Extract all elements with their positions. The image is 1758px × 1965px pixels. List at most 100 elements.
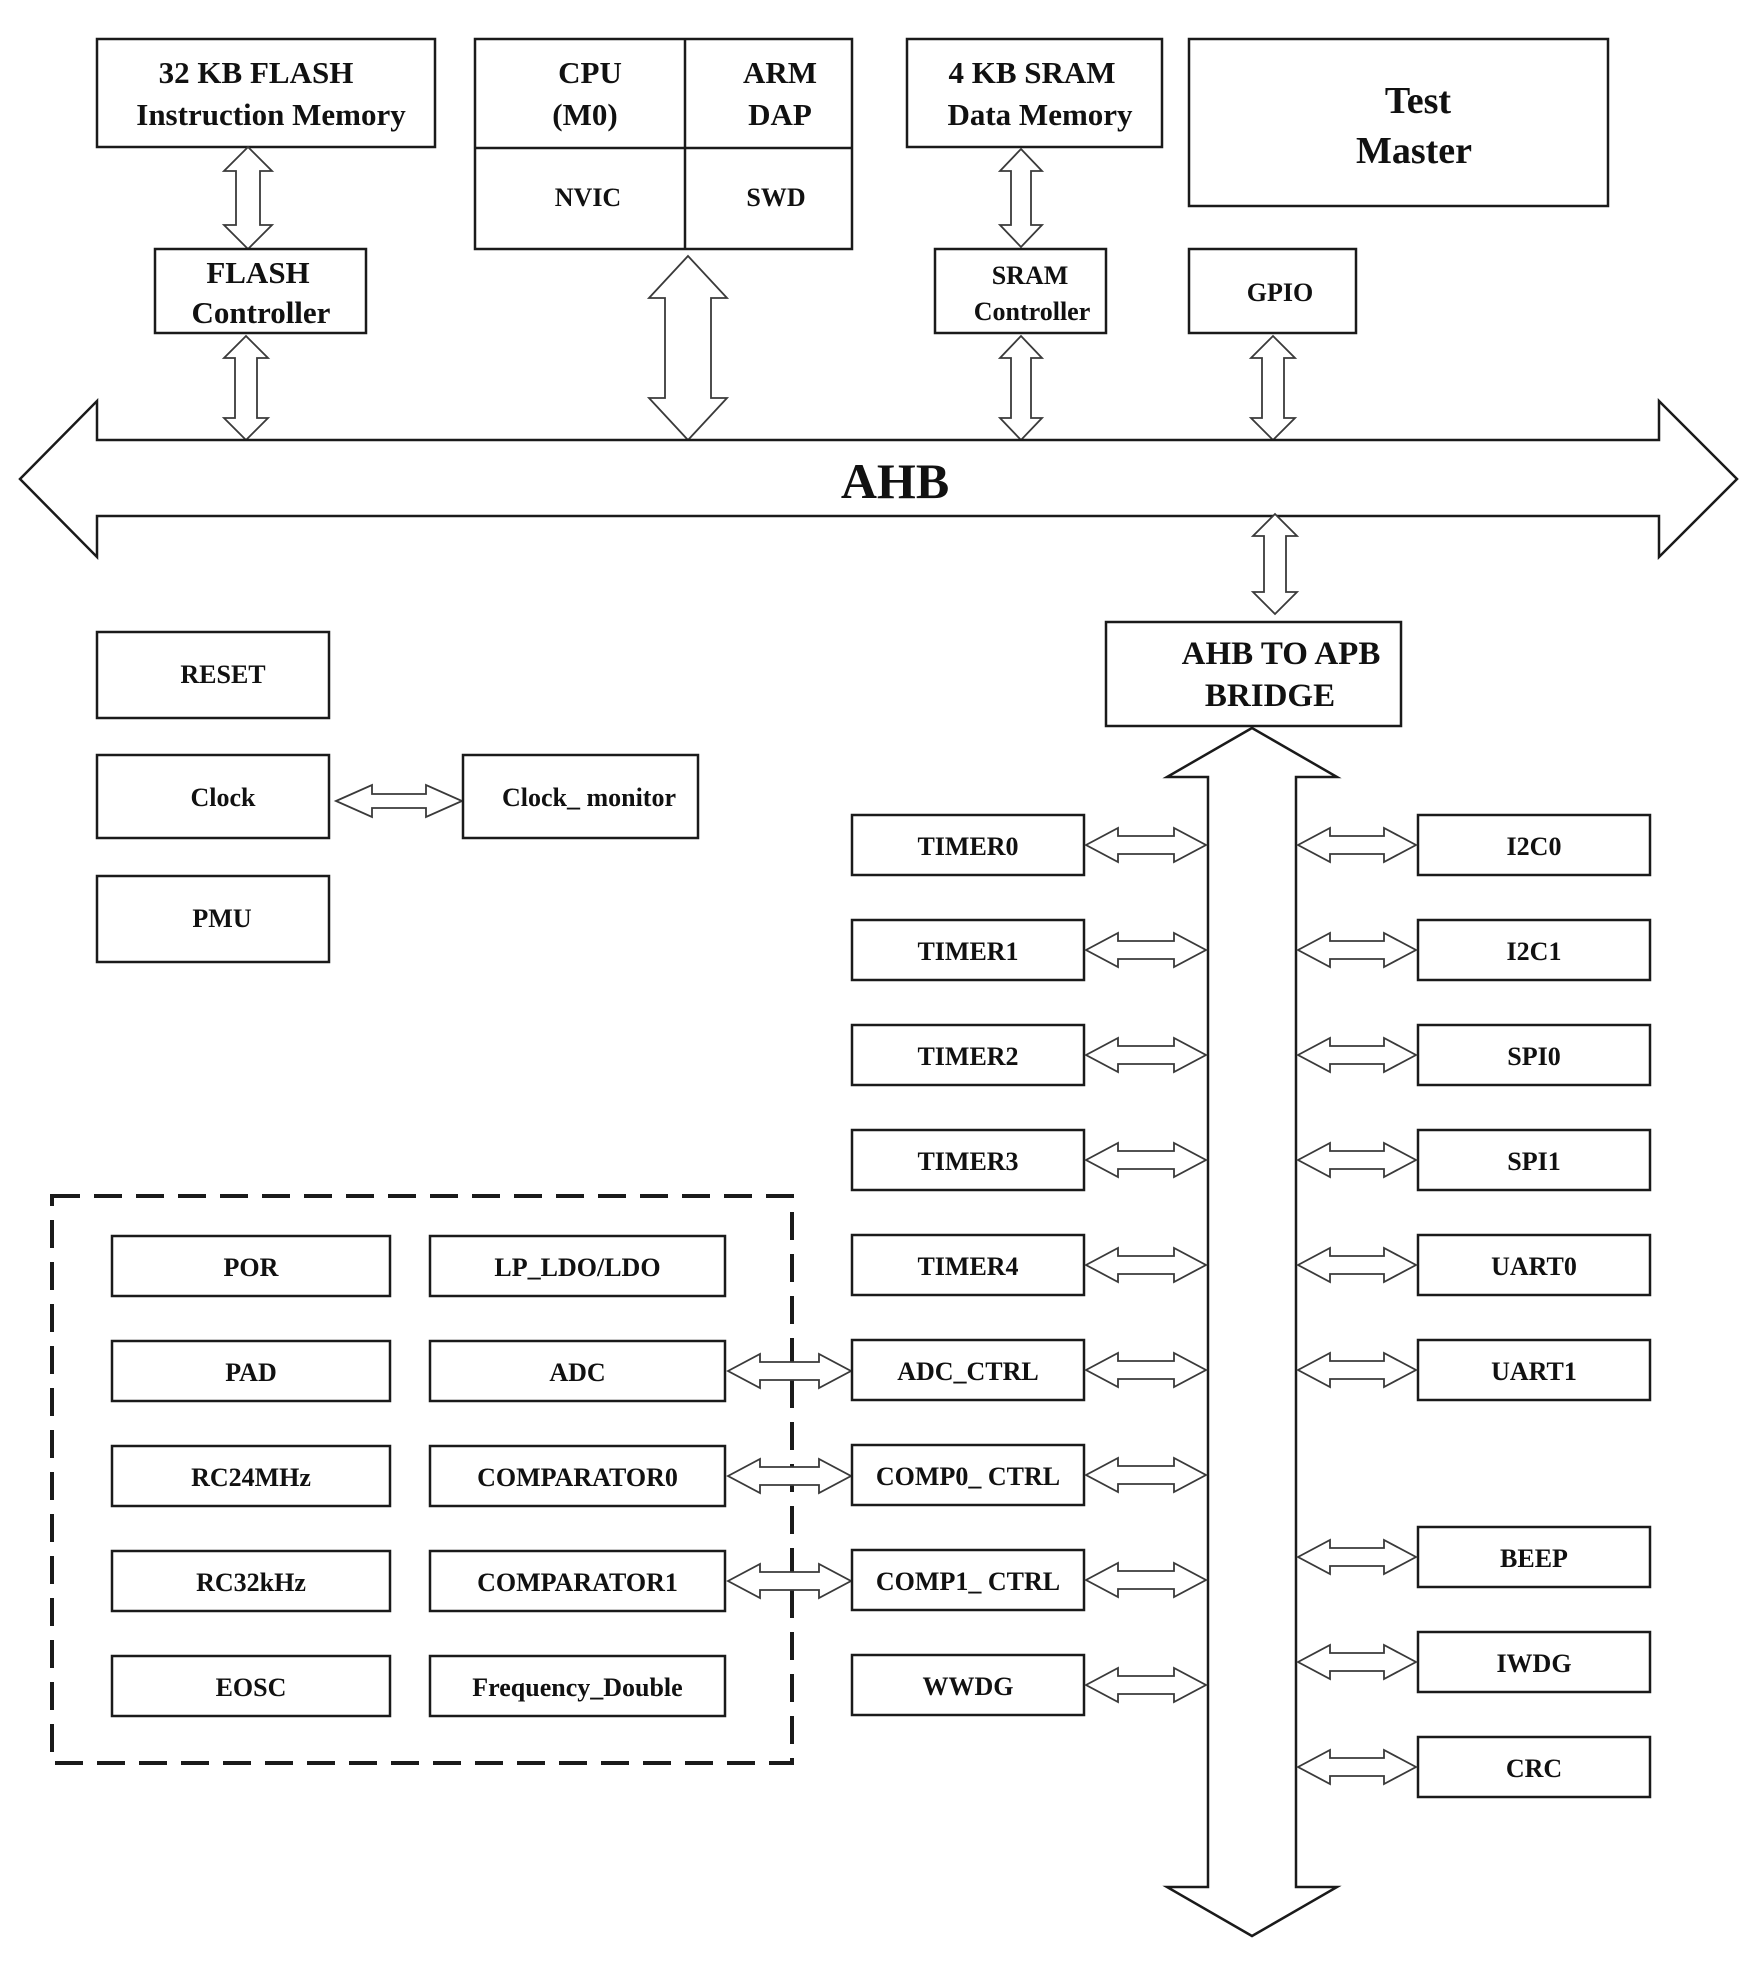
clock-monitor-block: Clock_ monitor <box>461 753 700 840</box>
reset-label: RESET <box>180 660 265 689</box>
apb-i2c0-link-arrow <box>1296 826 1418 864</box>
analog-lp-ldo-ldo-block-label: LP_LDO/LDO <box>494 1253 660 1282</box>
apb-wwdg-block: WWDG <box>850 1653 1086 1717</box>
test-master-block: Test Master <box>1187 37 1610 208</box>
apb-beep-block: BEEP <box>1416 1525 1652 1589</box>
apb-comp0-ctrl-block-label: COMP0_ CTRL <box>876 1462 1060 1491</box>
apb-iwdg-link-arrow <box>1296 1643 1418 1681</box>
sram-memory-block: 4 KB SRAM Data Memory <box>905 37 1164 149</box>
apb-adc-ctrl-link-arrow <box>1084 1351 1208 1389</box>
analog-pad-block-label: PAD <box>225 1358 277 1387</box>
analog-pad-block: PAD <box>110 1339 392 1403</box>
cpu-ahb-arrow <box>646 254 730 442</box>
flash-controller-label-1: FLASH <box>206 255 309 290</box>
gpio-block: GPIO <box>1187 247 1358 335</box>
analog-comparator1-block: COMPARATOR1 <box>428 1549 727 1613</box>
analog-por-block-label: POR <box>224 1253 279 1282</box>
apb-spi1-block-label: SPI1 <box>1507 1147 1560 1176</box>
apb-wwdg-link-arrow <box>1084 1666 1208 1704</box>
analog-rc24mhz-block: RC24MHz <box>110 1444 392 1508</box>
ahb-bus-arrow <box>18 397 1739 561</box>
bridge-label-2: BRIDGE <box>1205 678 1335 714</box>
analog-frequency-double-block-label: Frequency_Double <box>472 1673 682 1702</box>
clock-monitor-arrow <box>333 783 465 819</box>
apb-i2c0-block: I2C0 <box>1416 813 1652 877</box>
sram-controller-block: SRAM Controller <box>933 247 1108 335</box>
apb-beep-link-arrow <box>1296 1538 1418 1576</box>
arm-dap-label-2: DAP <box>748 97 812 132</box>
apb-timer3-block-label: TIMER3 <box>917 1147 1018 1176</box>
analog-rc32khz-block-label: RC32kHz <box>196 1568 306 1597</box>
clock-label: Clock <box>191 783 257 812</box>
analog-comparator1-block-label: COMPARATOR1 <box>477 1568 678 1597</box>
analog-eosc-block-label: EOSC <box>216 1673 287 1702</box>
apb-timer0-link-arrow <box>1084 826 1208 864</box>
nvic-label: NVIC <box>555 183 621 212</box>
cpu-block: CPU (M0) ARM DAP NVIC SWD <box>473 37 854 251</box>
apb-uart1-link-arrow <box>1296 1351 1418 1389</box>
flash-controller-ahb-arrow <box>221 334 271 442</box>
swd-label: SWD <box>746 183 805 212</box>
apb-crc-link-arrow <box>1296 1748 1418 1786</box>
apb-beep-block-label: BEEP <box>1500 1544 1568 1573</box>
apb-i2c1-link-arrow <box>1296 931 1418 969</box>
cpu-label-2: (M0) <box>552 97 617 132</box>
apb-timer3-link-arrow <box>1084 1141 1208 1179</box>
apb-crc-block-label: CRC <box>1506 1754 1562 1783</box>
analog-rc32khz-block: RC32kHz <box>110 1549 392 1613</box>
analog-rc24mhz-block-label: RC24MHz <box>191 1463 311 1492</box>
apb-crc-block: CRC <box>1416 1735 1652 1799</box>
apb-timer0-block-label: TIMER0 <box>917 832 1018 861</box>
pmu-block: PMU <box>95 874 331 964</box>
analog-comparator1-link-arrow <box>726 1562 853 1600</box>
flash-link-arrow <box>221 145 275 251</box>
apb-comp1-ctrl-block: COMP1_ CTRL <box>850 1548 1086 1612</box>
analog-comparator0-block-label: COMPARATOR0 <box>477 1463 678 1492</box>
analog-frequency-double-block: Frequency_Double <box>428 1654 727 1718</box>
test-master-label-2: Master <box>1356 130 1472 172</box>
test-master-label-1: Test <box>1385 80 1452 122</box>
flash-controller-label-2: Controller <box>192 295 331 330</box>
bridge-label-1: AHB TO APB <box>1182 636 1381 672</box>
apb-timer0-block: TIMER0 <box>850 813 1086 877</box>
apb-iwdg-block: IWDG <box>1416 1630 1652 1694</box>
apb-i2c0-block-label: I2C0 <box>1507 832 1562 861</box>
apb-timer4-block-label: TIMER4 <box>917 1252 1018 1281</box>
apb-timer1-block-label: TIMER1 <box>917 937 1018 966</box>
apb-i2c1-block-label: I2C1 <box>1507 937 1562 966</box>
apb-timer4-block: TIMER4 <box>850 1233 1086 1297</box>
apb-comp0-ctrl-block: COMP0_ CTRL <box>850 1443 1086 1507</box>
apb-timer2-block: TIMER2 <box>850 1023 1086 1087</box>
apb-spi0-link-arrow <box>1296 1036 1418 1074</box>
ahb-to-apb-bridge-block: AHB TO APB BRIDGE <box>1104 620 1403 728</box>
pmu-label: PMU <box>192 904 251 933</box>
apb-comp1-ctrl-link-arrow <box>1084 1561 1208 1599</box>
analog-comparator0-block: COMPARATOR0 <box>428 1444 727 1508</box>
sram-memory-label-2: Data Memory <box>947 97 1133 132</box>
flash-memory-label-2: Instruction Memory <box>136 97 406 132</box>
apb-timer2-block-label: TIMER2 <box>917 1042 1018 1071</box>
sram-controller-label-1: SRAM <box>992 261 1069 290</box>
apb-uart0-link-arrow <box>1296 1246 1418 1284</box>
apb-timer4-link-arrow <box>1084 1246 1208 1284</box>
apb-uart0-block: UART0 <box>1416 1233 1652 1297</box>
flash-controller-block: FLASH Controller <box>153 247 368 335</box>
apb-timer3-block: TIMER3 <box>850 1128 1086 1192</box>
apb-comp1-ctrl-block-label: COMP1_ CTRL <box>876 1567 1060 1596</box>
ahb-bridge-arrow <box>1250 512 1300 616</box>
analog-adc-link-arrow <box>726 1352 853 1390</box>
apb-iwdg-block-label: IWDG <box>1496 1649 1571 1678</box>
analog-adc-block: ADC <box>428 1339 727 1403</box>
arm-dap-label-1: ARM <box>743 55 817 90</box>
sram-controller-ahb-arrow <box>997 334 1045 442</box>
apb-spi1-block: SPI1 <box>1416 1128 1652 1192</box>
apb-timer1-link-arrow <box>1084 931 1208 969</box>
analog-adc-block-label: ADC <box>549 1358 605 1387</box>
ahb-bus-label: AHB <box>841 453 949 509</box>
apb-i2c1-block: I2C1 <box>1416 918 1652 982</box>
analog-blocks: POR LP_LDO/LDO PAD ADC RC24MHz COMPARATOR0RC3… <box>110 1234 853 1718</box>
apb-spi0-block: SPI0 <box>1416 1023 1652 1087</box>
apb-uart0-block-label: UART0 <box>1491 1252 1577 1281</box>
